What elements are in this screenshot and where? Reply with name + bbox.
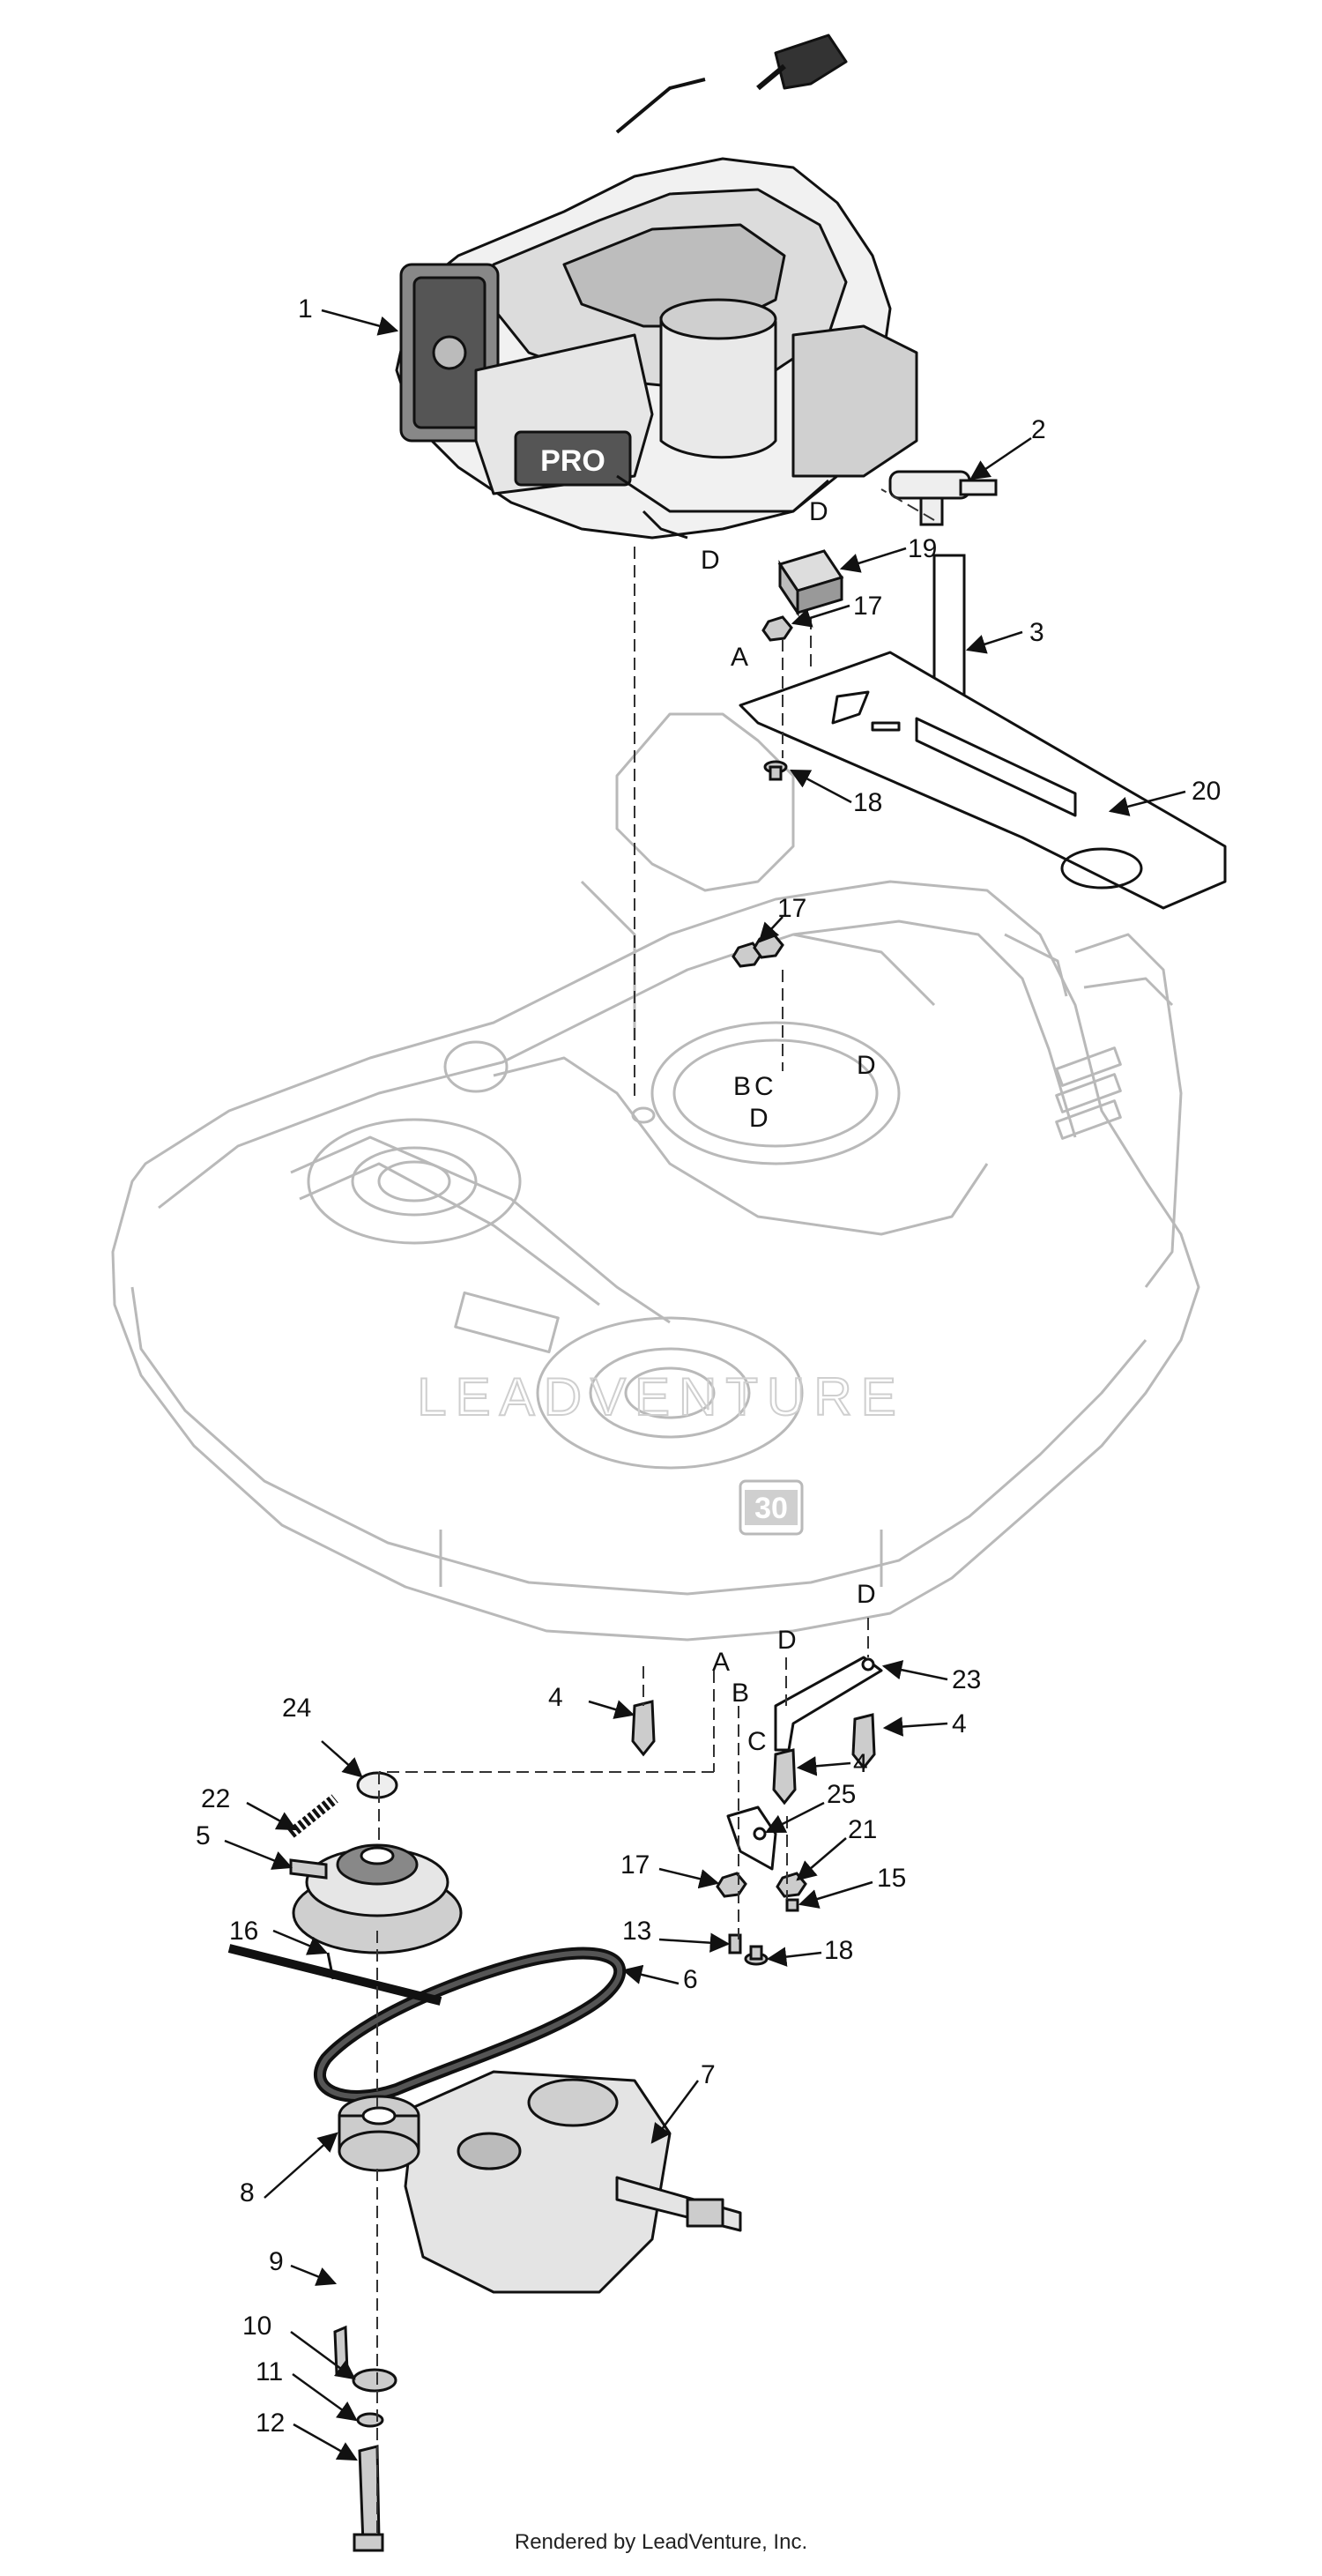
callout-22: 22 bbox=[201, 1784, 230, 1813]
watermark-text: LEADVENTURE bbox=[417, 1367, 904, 1426]
callout-7: 7 bbox=[701, 2060, 716, 2089]
callout-17a: 17 bbox=[853, 592, 882, 621]
mower-deck-frame bbox=[111, 712, 1200, 1642]
callout-16: 16 bbox=[229, 1917, 258, 1946]
callout-10: 10 bbox=[242, 2312, 271, 2341]
callout-20: 20 bbox=[1192, 777, 1221, 806]
callout-8: 8 bbox=[240, 2178, 255, 2207]
ref-letter-8: D bbox=[857, 1580, 876, 1609]
deck-badge-text: 30 bbox=[754, 1492, 788, 1525]
callout-18b: 18 bbox=[824, 1936, 853, 1965]
ref-letter-3: A bbox=[731, 643, 748, 672]
leader-lines bbox=[224, 309, 1186, 2461]
ref-letter-11: B bbox=[732, 1679, 749, 1708]
callout-2: 2 bbox=[1031, 415, 1046, 444]
fuel-fitting bbox=[888, 470, 998, 526]
ref-letter-7: D bbox=[749, 1104, 769, 1133]
ref-letter-10: D bbox=[777, 1626, 797, 1655]
callout-9: 9 bbox=[269, 2247, 284, 2276]
callout-4b: 4 bbox=[952, 1709, 967, 1738]
callout-1: 1 bbox=[298, 294, 313, 324]
callout-4a: 4 bbox=[548, 1683, 563, 1712]
callout-18a: 18 bbox=[853, 788, 882, 817]
callout-19: 19 bbox=[908, 534, 937, 563]
transaxle-assembly bbox=[227, 1944, 742, 2294]
callout-labels: 1 2 3 19 17 20 18 17 24 4 23 4 22 4 5 25… bbox=[196, 294, 1221, 2438]
footer-credit: Rendered by LeadVenture, Inc. bbox=[514, 2530, 808, 2554]
drive-belt bbox=[314, 1947, 627, 2103]
callout-23: 23 bbox=[952, 1665, 981, 1694]
ref-letter-1: D bbox=[809, 497, 828, 526]
callout-15: 15 bbox=[877, 1864, 906, 1893]
engine-mount-plate bbox=[739, 651, 1227, 910]
deck-badge: 30 bbox=[745, 1490, 798, 1525]
callout-25: 25 bbox=[827, 1780, 856, 1809]
ref-letter-9: A bbox=[712, 1648, 730, 1677]
ref-letter-2: D bbox=[701, 546, 720, 575]
alignment-lines bbox=[376, 488, 935, 2539]
hardware-nuts-bolts bbox=[333, 615, 876, 2552]
callout-13: 13 bbox=[622, 1917, 651, 1946]
fuel-hose bbox=[932, 554, 966, 698]
engine-assembly: PRO bbox=[395, 34, 918, 540]
transaxle-pulley bbox=[338, 2095, 420, 2172]
engine-badge-text: PRO bbox=[540, 444, 605, 478]
callout-11: 11 bbox=[256, 2357, 283, 2386]
reference-letters: D D A B C D D D A D B C bbox=[701, 497, 876, 1756]
ref-letter-4: B bbox=[733, 1072, 751, 1101]
ref-letter-12: C bbox=[747, 1727, 767, 1756]
callout-5: 5 bbox=[196, 1821, 211, 1850]
rectifier-module bbox=[777, 549, 844, 617]
callout-3: 3 bbox=[1029, 618, 1044, 647]
callout-4c: 4 bbox=[853, 1749, 868, 1778]
callout-6: 6 bbox=[683, 1965, 698, 1994]
clutch-assembly bbox=[287, 1771, 463, 1980]
ref-letter-6: D bbox=[857, 1051, 876, 1080]
callout-12: 12 bbox=[256, 2408, 285, 2438]
callout-17b: 17 bbox=[777, 894, 806, 923]
ref-letter-5: C bbox=[754, 1072, 774, 1101]
callout-24: 24 bbox=[282, 1694, 311, 1723]
callout-21: 21 bbox=[848, 1815, 877, 1844]
callout-17c: 17 bbox=[620, 1850, 650, 1880]
